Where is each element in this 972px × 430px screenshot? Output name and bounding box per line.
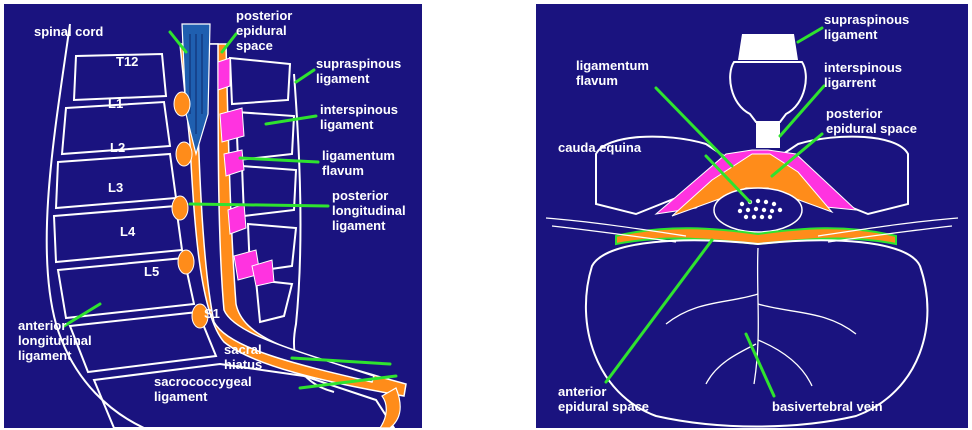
label-supraspinous-1: supraspinous (316, 56, 401, 71)
label-sacral-hiatus-1: sacral (224, 342, 262, 357)
label-supraspinous-2: ligament (316, 71, 370, 86)
label-posterior-epidural-space-2: epidural (236, 23, 287, 38)
label-anterior-longitudinal-3: ligament (18, 348, 72, 363)
vertebra-label-l3: L3 (108, 180, 123, 195)
interspinous-stalk (756, 122, 780, 148)
vertebra-label-t12: T12 (116, 54, 138, 69)
label-ligamentum-flavum-2: flavum (322, 163, 364, 178)
label-cauda-equina: cauda equina (558, 140, 642, 155)
label-sacrococcygeal-1: sacrococcygeal (154, 374, 252, 389)
thecal-sac-axial (714, 188, 802, 232)
label-sacrococcygeal-2: ligament (154, 389, 208, 404)
label-ligamentum-flavum-axial-1: ligamentum (576, 58, 649, 73)
label-anterior-epidural-2: epidural space (558, 399, 649, 414)
axial-spine-diagram: supraspinous ligament interspinous ligar… (536, 4, 968, 428)
label-supraspinous-axial-2: ligament (824, 27, 878, 42)
vertebra-label-l2: L2 (110, 140, 125, 155)
label-supraspinous-axial-1: supraspinous (824, 12, 909, 27)
label-anterior-longitudinal-1: anterior (18, 318, 66, 333)
vertebra-label-l1: L1 (108, 96, 123, 111)
label-posterior-epidural-axial-2: epidural space (826, 121, 917, 136)
vertebra-label-l5: L5 (144, 264, 159, 279)
label-interspinous-axial-1: interspinous (824, 60, 902, 75)
label-ligamentum-flavum-1: ligamentum (322, 148, 395, 163)
label-sacral-hiatus-2: hiatus (224, 357, 262, 372)
sagittal-spine-svg: T12 L1 L2 L3 L4 L5 S1 spinal cord poster… (4, 4, 422, 428)
supraspinous-cap (738, 34, 798, 60)
label-posterior-longitudinal-1: posterior (332, 188, 388, 203)
label-posterior-epidural-space-3: space (236, 38, 273, 53)
label-interspinous-1: interspinous (320, 102, 398, 117)
label-posterior-longitudinal-3: ligament (332, 218, 386, 233)
label-anterior-longitudinal-2: longitudinal (18, 333, 92, 348)
leader-posterior-longitudinal-ligament (190, 204, 328, 206)
label-posterior-epidural-space-1: posterior (236, 8, 292, 23)
label-anterior-epidural-1: anterior (558, 384, 606, 399)
label-ligamentum-flavum-axial-2: flavum (576, 73, 618, 88)
vertebra-label-s1: S1 (204, 306, 220, 321)
label-posterior-epidural-axial-1: posterior (826, 106, 882, 121)
sagittal-spine-diagram: T12 L1 L2 L3 L4 L5 S1 spinal cord poster… (4, 4, 422, 428)
axial-spine-svg: supraspinous ligament interspinous ligar… (536, 4, 968, 428)
label-posterior-longitudinal-2: longitudinal (332, 203, 406, 218)
vertebra-label-l4: L4 (120, 224, 136, 239)
label-basivertebral-vein: basivertebral vein (772, 399, 883, 414)
label-interspinous-2: ligament (320, 117, 374, 132)
label-spinal-cord: spinal cord (34, 24, 103, 39)
label-interspinous-axial-2: ligarrent (824, 75, 877, 90)
